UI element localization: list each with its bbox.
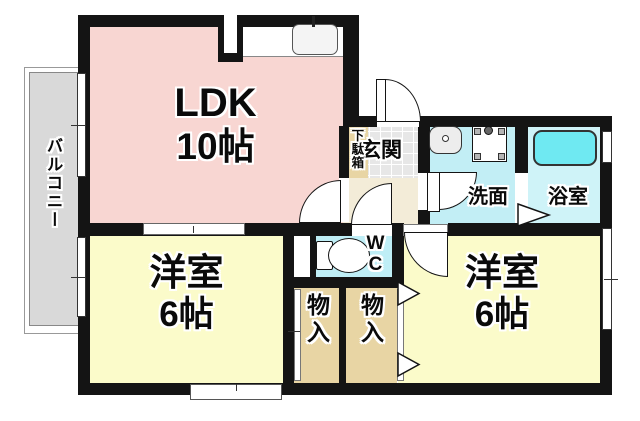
ldk-size: 10帖 (176, 126, 255, 167)
western-left-name: 洋室 (149, 252, 224, 293)
wall-upper-left-of-door (343, 116, 377, 127)
window-tick (71, 125, 86, 126)
bathroom-door-triangle-icon (517, 202, 552, 228)
wall-hall-right (418, 126, 430, 173)
shoe-cabinet (347, 126, 368, 178)
wall-niche-right (310, 230, 316, 280)
bathroom-label: 浴室 (548, 186, 588, 208)
western-right-size: 6帖 (474, 294, 530, 334)
wall-wc-right (392, 223, 404, 288)
ldk-name: LDK (174, 81, 257, 125)
toilet-bowl-icon (328, 238, 370, 273)
wall-bath-divider (515, 127, 528, 173)
western-room-left (84, 230, 289, 388)
duct-box-left (218, 15, 224, 62)
closet-right-door-triangle-icon (397, 351, 421, 378)
wall-upper-right-of-door (419, 116, 612, 127)
entrance-label: 玄関 (360, 139, 402, 162)
closet-right-label: 物入 (357, 293, 384, 347)
closet-right-floor (346, 286, 397, 385)
closet-door-tick (288, 331, 300, 332)
duct-box-bottom (218, 53, 243, 62)
sliding-door-ldk-western (143, 223, 245, 235)
duct-box-inner (224, 15, 237, 53)
shoe-cabinet-label: 下駄箱 (349, 129, 364, 170)
balcony-label: バルコニー (43, 137, 62, 230)
wall-hall-left (339, 126, 349, 178)
wall-hall-right-stub (418, 210, 430, 224)
western-left-size: 6帖 (159, 294, 214, 334)
ldk-doorway (339, 178, 349, 222)
kitchen-faucet-icon (312, 16, 315, 27)
washing-machine-corner (498, 153, 505, 160)
closet-right-door-triangle-icon (397, 280, 421, 307)
window-tick (604, 279, 618, 280)
washbasin-drain-icon (442, 135, 449, 142)
kitchen-sink-icon (292, 24, 338, 55)
western-room-right-label: 洋室 6帖 (398, 252, 606, 335)
closet-left-floor (294, 286, 339, 385)
wall-mid-d (448, 223, 612, 236)
closet-left-door (294, 289, 301, 381)
wall-center-left (283, 223, 294, 383)
washing-machine-corner (474, 128, 481, 135)
wall-ldk-right (343, 15, 359, 126)
wall-mid-b (293, 223, 352, 236)
pipe-niche (294, 231, 310, 279)
ldk-label: LDK 10帖 (84, 80, 347, 169)
duct-box-right (237, 15, 243, 62)
wall-closet-divider (339, 288, 346, 383)
western-room-left-label: 洋室 6帖 (84, 252, 289, 335)
balcony-floor (29, 72, 79, 326)
washing-machine-knob-icon (484, 126, 493, 135)
wc-label: WC (365, 233, 386, 275)
window-tick (236, 384, 237, 391)
western-right-name: 洋室 (465, 252, 539, 293)
wc-doorway (352, 223, 392, 236)
window-tick (193, 226, 194, 233)
window-bathroom (602, 131, 612, 163)
closet-left-label: 物入 (303, 293, 330, 347)
washing-machine-corner (498, 128, 505, 135)
washing-machine-corner (474, 153, 481, 160)
bathtub-icon (533, 130, 597, 166)
wall-wc-bottom (283, 277, 404, 288)
washroom-label: 洗面 (468, 186, 508, 208)
window-tick (71, 277, 86, 278)
